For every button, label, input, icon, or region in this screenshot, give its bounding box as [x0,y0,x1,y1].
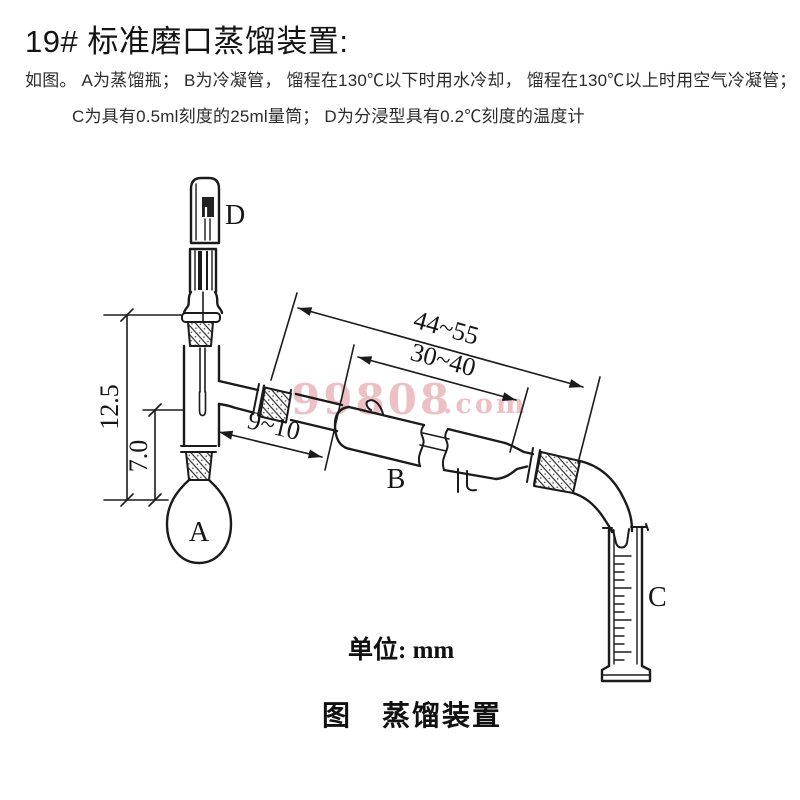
extension-lines-44-55 [270,292,601,464]
cylinder-walls-inner [613,526,638,665]
arm-ground-joint [259,386,292,424]
flask-a: A [165,344,233,565]
watermark: 99808 .com [291,375,527,424]
dim-line-9-10 [218,431,323,458]
unit-note: 单位: mm [348,637,455,664]
extension-lines-30-40 [324,344,529,471]
arrow-9-10-right [307,449,322,459]
cylinder-base [600,664,652,683]
graduation-marks [614,555,632,661]
jacket-top-left [347,405,426,427]
arrow-9-10-left [219,430,234,440]
jacket-right-cone [494,441,535,481]
side-arm [217,379,292,424]
bend-outer [578,459,634,533]
figure-caption: 图 蒸馏装置 [322,701,503,732]
flask-bulb-outline [165,478,233,565]
ground-joint-upper [187,321,214,347]
cylinder-c: C [600,523,667,683]
cylinder-rim [602,523,649,531]
jacket-bottom-left [348,447,422,468]
dim-text-7-0: 7.0 [124,440,153,473]
jacket-bottom-right [442,468,498,481]
thermometer-top-inner [195,183,211,241]
thermometer-bulb-tip [198,391,207,417]
description-line-1: 如图。 A为蒸馏瓶； B为冷凝管， 馏程在130℃以下时用水冷却， 馏程在130… [25,71,797,90]
arrow-30-40-left [358,356,373,365]
arrow-44-55-right [568,379,583,388]
delivery-tube [526,447,634,549]
thermometer-top-outline [189,176,221,245]
thermometer-scale-band [202,197,214,217]
joint-collar-upper [181,312,221,323]
description-line-2: C为具有0.5ml刻度的25ml量筒； D为分浸型具有0.2℃刻度的温度计 [72,107,585,126]
jacket-top-right [446,427,507,445]
thermometer-capillary [199,347,206,393]
drain-stub [457,468,477,493]
tube-tip [612,528,630,549]
inner-tube-in-gap [419,432,450,452]
arrow-30-40-right [501,392,516,401]
watermark-suffix: .com [443,389,527,420]
neck-walls [182,344,221,448]
label-condenser-b: B [387,464,406,495]
thermometer-stem-outline [188,247,218,294]
extension-lines-left [103,314,185,501]
label-flask-a: A [189,517,210,548]
dim-ticks-12-5 [120,308,134,507]
label-cylinder-c: C [648,582,667,613]
dim-text-12-5: 12.5 [95,384,124,430]
side-arm-tube [217,379,260,414]
bend-inner [571,491,614,534]
thermometer-adapter [182,290,224,315]
dim-line-44-55 [297,307,584,388]
dimension-neck-height: 12.5 7.0 [95,308,185,507]
cylinder-walls-outer [607,525,644,668]
arrow-44-55-left [298,307,313,316]
page-title: 19# 标准磨口蒸馏装置: [25,24,349,59]
water-nozzle-hook [365,399,384,415]
break-line-right [441,428,449,471]
delivery-ground-joint [533,451,581,494]
ground-joint-lower [185,451,213,481]
core-tube [289,392,344,433]
dim-ticks-7-0 [148,403,162,507]
thermometer-d: D [181,176,245,347]
label-thermometer-d: D [225,200,245,231]
thermometer-stem-lines [194,250,213,291]
dim-line-30-40 [357,356,517,401]
